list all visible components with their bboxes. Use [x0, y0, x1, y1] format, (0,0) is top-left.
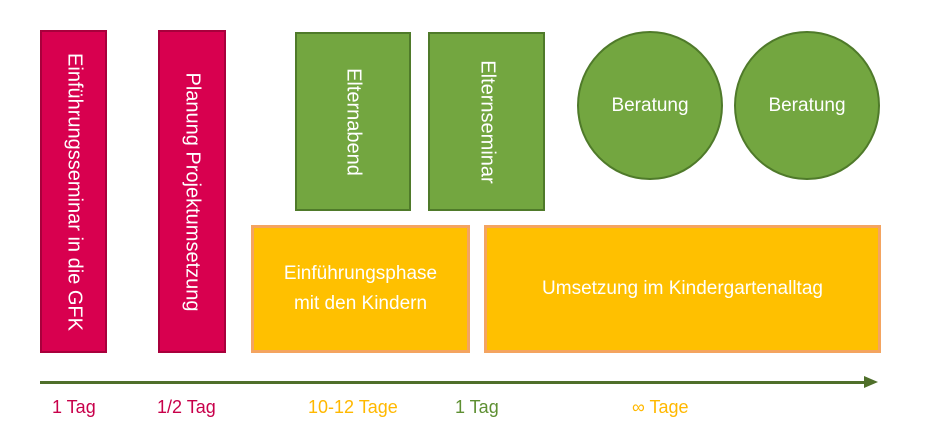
duration-label-einfuehrungsseminar: 1 Tag	[52, 397, 96, 417]
einfuehrungsphase-box: Einführungsphase mit den Kindern	[251, 225, 470, 353]
timeline-arrow-icon	[864, 376, 878, 388]
timeline-axis	[40, 381, 866, 384]
elternseminar-label: Elternseminar	[476, 59, 498, 184]
planung-bar: Planung Projektumsetzung	[158, 30, 226, 353]
elternabend-box: Elternabend	[295, 32, 411, 211]
beratung-label-1: Beratung	[611, 94, 689, 116]
duration-label-umsetzung: ∞ Tage	[632, 397, 689, 417]
elternabend-label: Elternabend	[342, 67, 365, 176]
beratung-circle-2: Beratung	[734, 31, 880, 180]
einfuehrungsseminar-label: Einführungsseminar in die GFK	[63, 52, 85, 331]
einfuehrungsseminar-bar: Einführungsseminar in die GFK	[40, 30, 107, 353]
duration-label-planung: 1/2 Tag	[157, 397, 216, 417]
elternseminar-box: Elternseminar	[428, 32, 545, 211]
umsetzung-label: Umsetzung im Kindergartenalltag	[542, 278, 823, 299]
umsetzung-box: Umsetzung im Kindergartenalltag	[484, 225, 881, 353]
duration-label-einfuehrungsphase: 10-12 Tage	[308, 397, 398, 417]
beratung-circle-1: Beratung	[577, 31, 723, 180]
einfuehrungsphase-label: Einführungsphase mit den Kindern	[283, 263, 438, 314]
duration-label-eltern: 1 Tag	[455, 397, 499, 417]
planung-label: Planung Projektumsetzung	[181, 71, 204, 312]
beratung-label-2: Beratung	[768, 94, 846, 116]
